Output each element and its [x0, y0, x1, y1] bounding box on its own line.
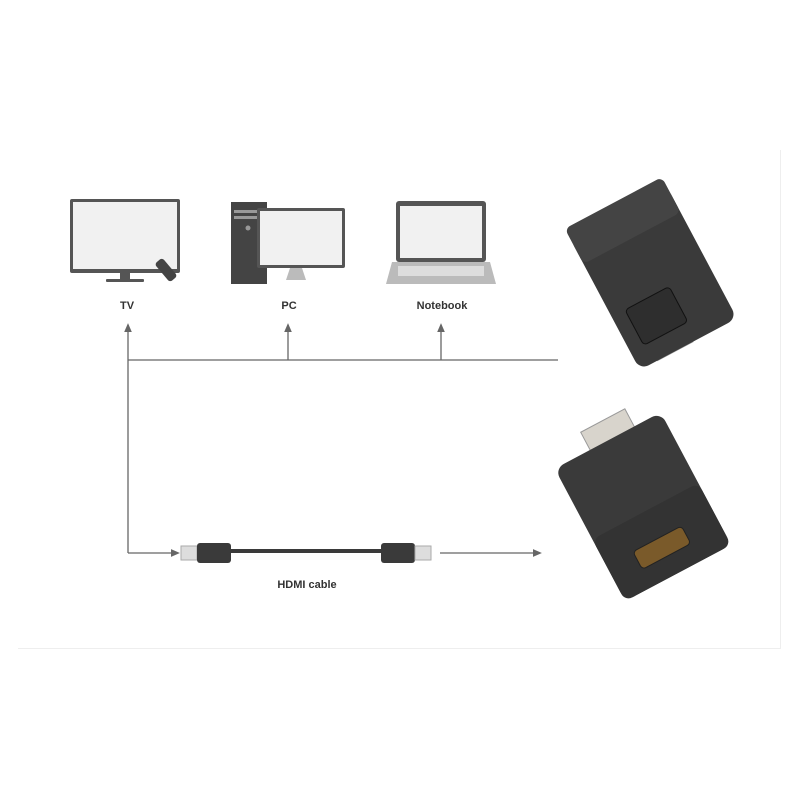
- cable-label: HDMI cable: [277, 579, 337, 591]
- frame-border: [18, 150, 781, 649]
- displayport-adapter-top: [566, 179, 734, 367]
- hdmi-cable-icon: [180, 543, 432, 563]
- desktop-pc-icon: [231, 202, 345, 284]
- device-label-notebook: Notebook: [416, 300, 468, 312]
- tv-icon: [70, 199, 180, 282]
- device-label-tv: TV: [119, 300, 135, 312]
- connection-lines: [124, 323, 558, 557]
- displayport-to-hdmi-adapter-bottom: [558, 408, 729, 599]
- laptop-icon: [386, 201, 496, 284]
- device-label-pc: PC: [281, 300, 297, 312]
